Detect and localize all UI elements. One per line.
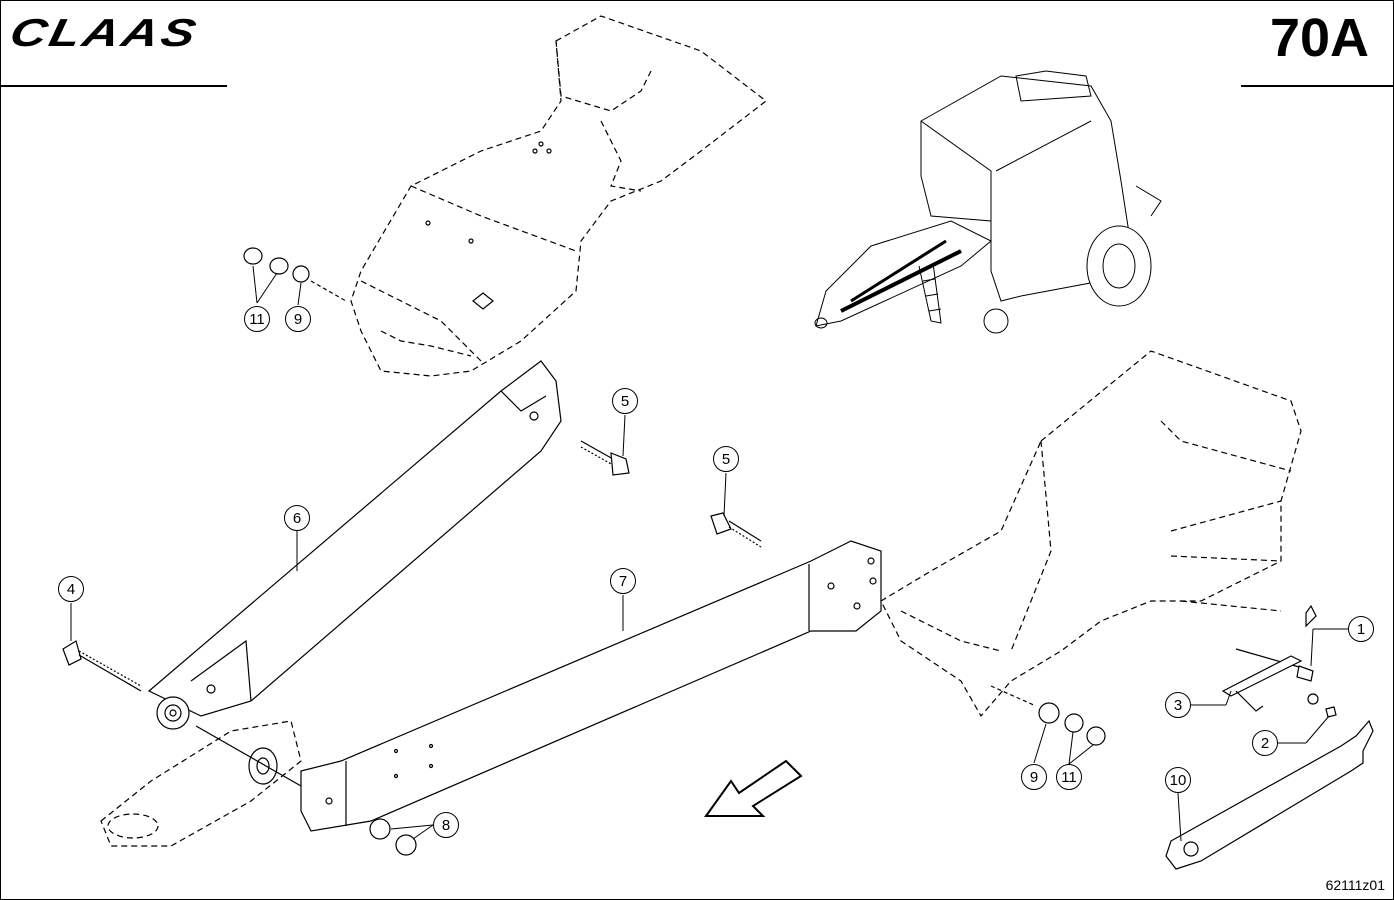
sheet-number: 70A — [1269, 8, 1369, 68]
callout-11-upper: 11 — [244, 306, 270, 332]
nuts-lower-8 — [369, 818, 417, 856]
callout-10: 10 — [1165, 767, 1191, 793]
callout-1: 1 — [1348, 616, 1374, 642]
hitch-eye-outline — [100, 720, 302, 847]
callout-9-right: 9 — [1021, 764, 1047, 790]
drawbar-arm-7 — [300, 540, 882, 832]
screw-2 — [1307, 693, 1337, 718]
bolt-5-upper — [580, 440, 630, 476]
callout-8: 8 — [433, 812, 459, 838]
callout-11-right: 11 — [1056, 764, 1082, 790]
drawing-code: 62111z01 — [1325, 877, 1385, 893]
drawbar-arm-6 — [147, 360, 562, 730]
nuts-upper-left — [243, 247, 347, 302]
baler-overview-sketch — [814, 70, 1162, 334]
nuts-right — [990, 685, 1106, 746]
bolt-4 — [62, 640, 142, 692]
bolt-5-lower — [710, 512, 762, 548]
right-frame-outline — [880, 350, 1302, 718]
upper-frame-outline — [350, 15, 767, 377]
upper-frame-holes — [425, 141, 552, 310]
callout-3: 3 — [1165, 692, 1191, 718]
callout-5-upper: 5 — [612, 388, 638, 414]
callout-4: 4 — [58, 576, 84, 602]
sheet-number-rule — [1241, 85, 1393, 87]
callout-7: 7 — [610, 568, 636, 594]
assembly-line-hitch — [195, 725, 302, 787]
lever-10 — [1165, 719, 1374, 870]
callout-5-lower: 5 — [713, 446, 739, 472]
logo-rule — [1, 85, 227, 87]
hitch-eye-washer — [248, 747, 278, 785]
bracket-3 — [1221, 655, 1303, 712]
callout-leaders — [70, 265, 1348, 842]
callout-9-upper: 9 — [285, 306, 311, 332]
callout-6: 6 — [284, 505, 310, 531]
pin-1 — [1235, 604, 1317, 682]
direction-arrow — [704, 759, 803, 817]
callout-2: 2 — [1252, 730, 1278, 756]
